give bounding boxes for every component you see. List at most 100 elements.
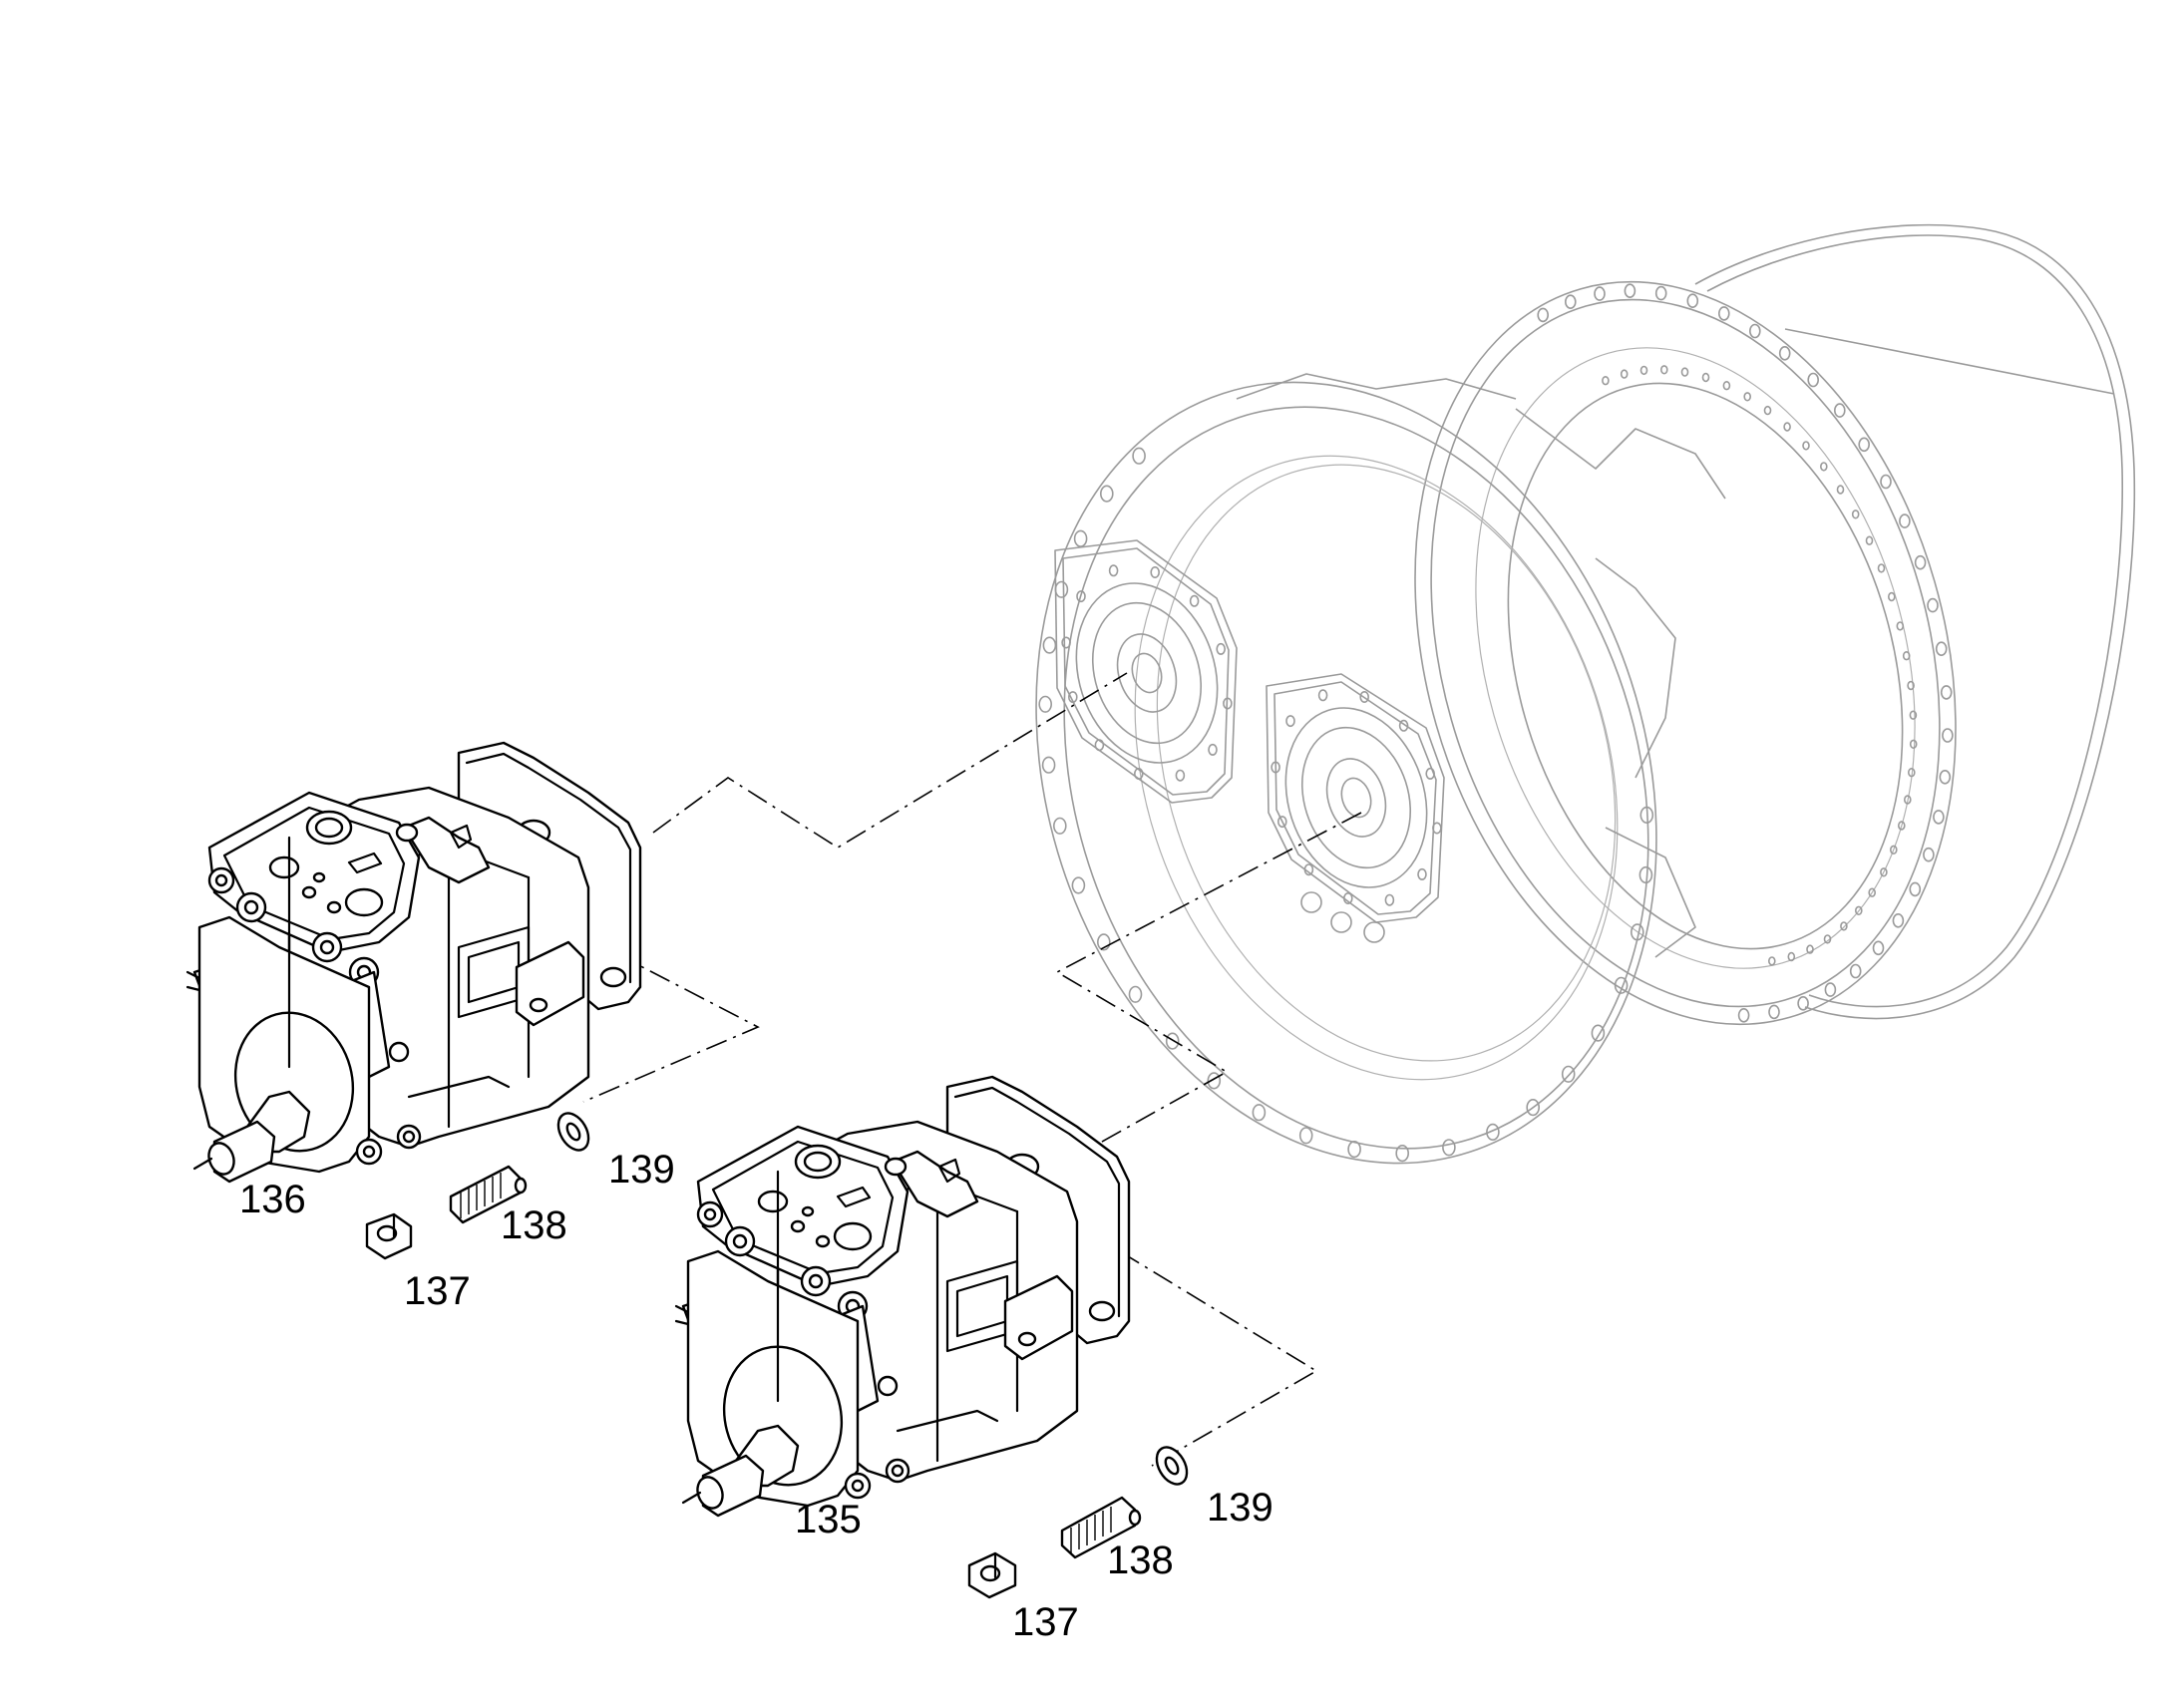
bolt-hole [1041, 756, 1056, 774]
bolt-hole [1639, 365, 1648, 376]
bolt-hole [1855, 905, 1863, 915]
bolt-hole [1565, 294, 1577, 310]
bolt-hole [1880, 474, 1892, 490]
bolt-hole [1277, 816, 1287, 829]
bolt-hole [1763, 405, 1772, 416]
bolt-hole [1927, 597, 1939, 613]
bolt-hole [1939, 769, 1952, 785]
bolt-hole [1908, 767, 1916, 778]
bolt-hole [1561, 1065, 1576, 1083]
bolt-hole [1824, 982, 1837, 997]
bolt-hole [1175, 769, 1186, 782]
flange-bolt-holes [1537, 283, 1954, 1023]
bolt-hole [1068, 691, 1078, 704]
bolt-hole [1442, 1139, 1456, 1157]
bolt-hole [1054, 580, 1069, 598]
washer-upper [556, 1112, 590, 1152]
bolt-hole [1038, 695, 1052, 713]
bolt-hole [1820, 462, 1828, 472]
bolt-hole [1888, 591, 1896, 602]
bolt-hole [1417, 867, 1427, 880]
bolt-hole [1933, 810, 1945, 825]
bolt-hole [1620, 369, 1629, 379]
bolt-hole [1701, 372, 1710, 383]
bolt-hole [1602, 376, 1610, 386]
bolt-hole [1398, 719, 1409, 732]
bolt-hole [1865, 535, 1874, 545]
bolt-hole [1787, 951, 1796, 962]
bolt-hole [1858, 437, 1870, 453]
bolt-hole [1907, 680, 1915, 691]
bolt-hole [1872, 940, 1885, 956]
bolt-hole [1686, 293, 1699, 309]
bolt-hole [1395, 1144, 1409, 1163]
bolt-hole [1892, 912, 1905, 928]
washer-lower [1155, 1446, 1189, 1486]
bolt-hole [1914, 554, 1927, 570]
callout-pump-lower: 135 [795, 1498, 862, 1541]
bolt-hole [1061, 636, 1071, 649]
bolt-hole [1094, 739, 1105, 752]
bolt-hole [1042, 636, 1057, 654]
bolt-hole [1909, 739, 1918, 749]
rear-drum [1694, 223, 2136, 1020]
bolt-hole [1722, 381, 1731, 391]
bolt-hole [1638, 865, 1653, 884]
bolt-hole [1384, 893, 1395, 906]
callout-washer-lower: 139 [1207, 1486, 1273, 1530]
bolt-hole [1898, 821, 1906, 831]
bolt-hole [1223, 697, 1233, 710]
bolt-hole [1624, 283, 1636, 299]
bolt-hole [1737, 1007, 1750, 1023]
callout-nut-upper: 137 [404, 1269, 471, 1313]
hex-nut-lower [967, 1551, 1017, 1599]
bolt-hole [1189, 594, 1200, 607]
bolt-hole [1097, 933, 1111, 951]
bolt-hole [1639, 806, 1654, 825]
hex-nut-upper [365, 1212, 413, 1260]
bolt-hole [1486, 1123, 1500, 1141]
bolt-hole [1834, 403, 1846, 418]
bolt-hole [1347, 1140, 1361, 1159]
final-drive-housing [1035, 223, 2136, 1165]
bolt-hole [1537, 307, 1549, 323]
bolt-hole [1591, 1024, 1606, 1042]
bolt-hole [1877, 563, 1886, 573]
bolt-hole [1073, 529, 1088, 547]
bolt-hole [1935, 641, 1948, 657]
bolt-hole [1076, 590, 1086, 603]
bolt-hole [1823, 934, 1832, 944]
bolt-hole [1797, 995, 1809, 1011]
bolt-hole [1940, 685, 1953, 700]
bolt-hole [1252, 1104, 1267, 1122]
bolt-hole [1806, 944, 1814, 954]
stud-lower [1060, 1496, 1142, 1559]
bolt-hole [1923, 847, 1935, 862]
bolt-hole [1942, 728, 1954, 743]
callout-washer-upper: 139 [608, 1148, 675, 1192]
bolt-hole [1216, 642, 1226, 655]
bolt-hole [1680, 367, 1689, 377]
bolt-hole [1298, 1127, 1313, 1145]
mount-pad-bolt-holes [1061, 564, 1442, 906]
bolt-hole [1108, 564, 1119, 577]
bolt-hole [1526, 1098, 1540, 1117]
motor-mount-lower [1266, 673, 1445, 943]
bolt-hole [1904, 795, 1912, 805]
bolt-hole [1807, 372, 1819, 388]
bolt-hole [1836, 485, 1845, 495]
bolt-hole [1896, 621, 1905, 631]
bolt-hole [1132, 447, 1146, 465]
bolt-hole [1208, 743, 1218, 756]
bolt-hole [1100, 485, 1114, 503]
bolt-hole [1840, 921, 1848, 931]
bolt-hole [1718, 306, 1730, 321]
bolt-hole [1207, 1072, 1222, 1090]
callout-stud-upper: 138 [501, 1203, 567, 1247]
bolt-hole [1134, 767, 1144, 780]
bolt-hole [1303, 863, 1314, 876]
bolt-hole [1749, 323, 1761, 339]
housing-bolt-holes [1038, 447, 1654, 1163]
bolt-hole [1768, 956, 1776, 966]
bolt-hole [1802, 441, 1810, 451]
